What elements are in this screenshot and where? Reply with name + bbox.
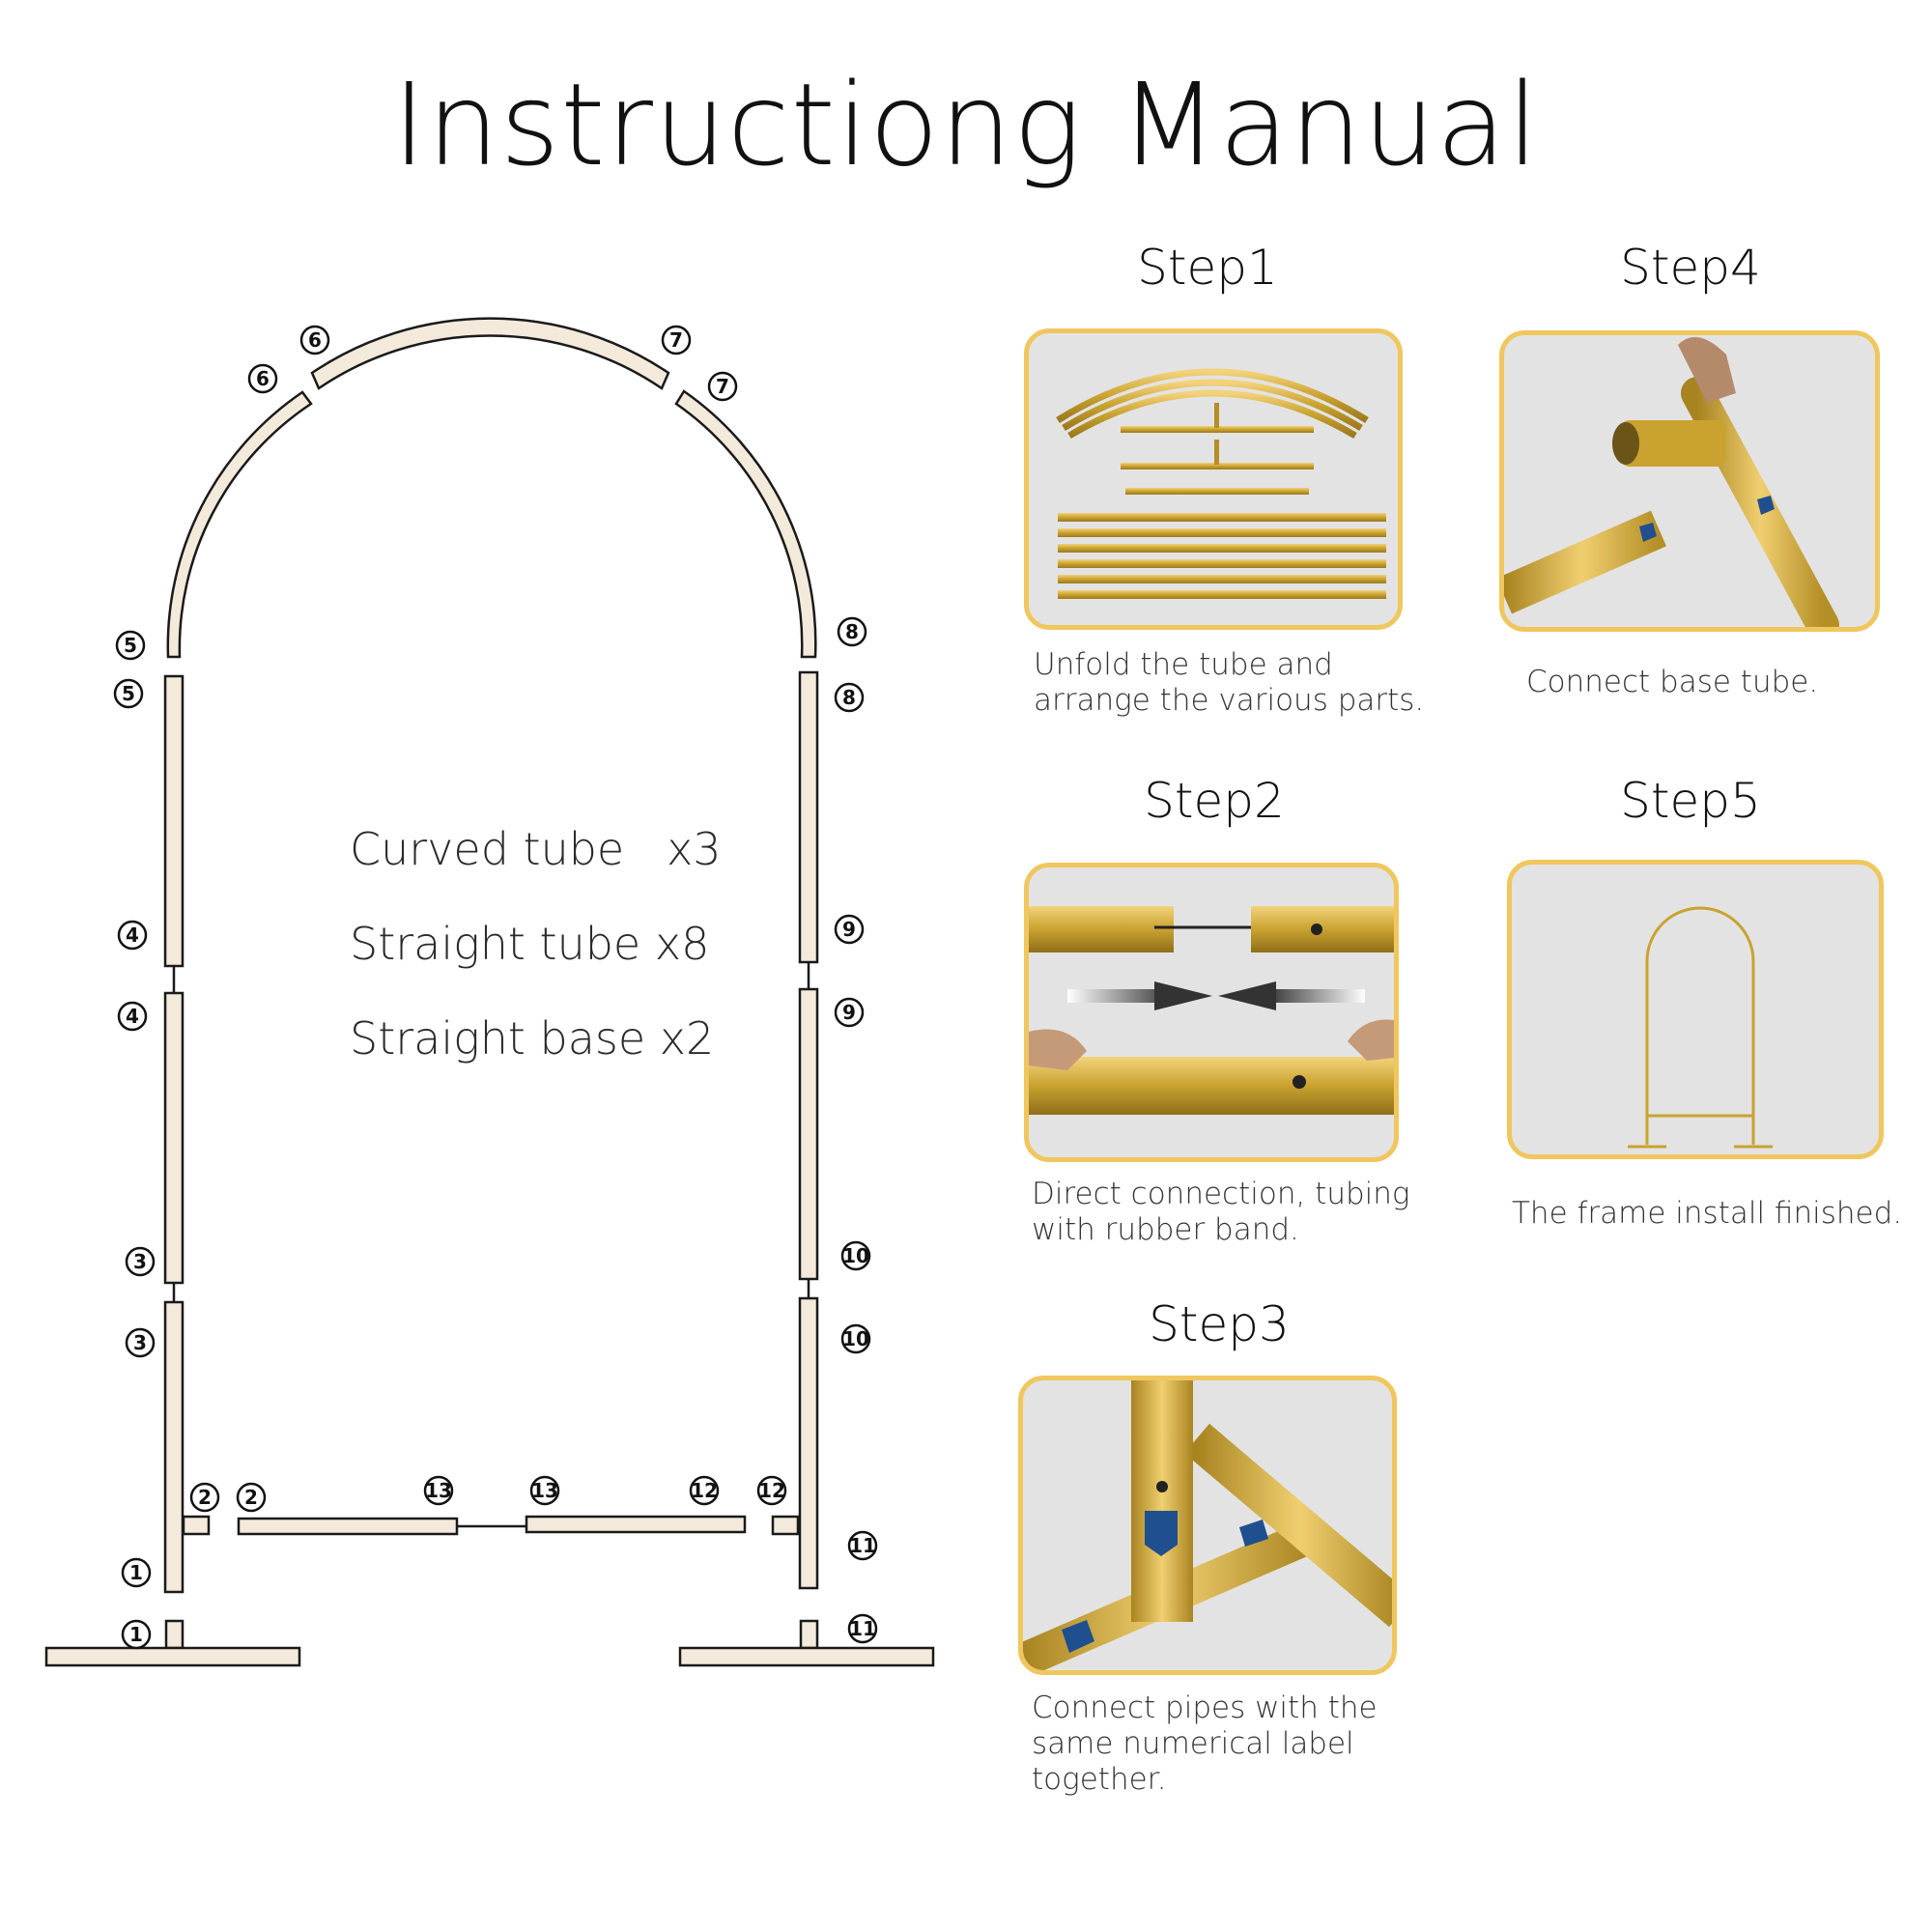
part-marker: 10	[840, 1240, 871, 1271]
curved-tube-top	[310, 317, 670, 390]
straight-tube-right-3	[798, 1296, 819, 1590]
part-marker: 13	[423, 1475, 454, 1506]
part-marker: 7	[707, 371, 738, 402]
step2-title: Step2	[1144, 773, 1285, 829]
straight-tube-left-1	[163, 674, 185, 968]
svg-text:10: 10	[842, 1244, 869, 1267]
legend-straight-tube: Straight tube x8	[350, 918, 710, 970]
part-marker: 8	[837, 616, 867, 647]
svg-text:7: 7	[716, 375, 729, 398]
step1-photo	[1024, 328, 1403, 630]
step4-title: Step4	[1620, 240, 1761, 296]
part-marker: 9	[834, 997, 865, 1028]
part-marker: 3	[125, 1246, 156, 1277]
svg-text:9: 9	[842, 918, 856, 941]
svg-text:8: 8	[842, 686, 856, 709]
part-marker: 12	[756, 1475, 787, 1506]
svg-text:10: 10	[842, 1327, 869, 1350]
base-right	[678, 1646, 935, 1667]
svg-text:12: 12	[691, 1479, 718, 1502]
svg-text:5: 5	[122, 682, 135, 705]
step5-title: Step5	[1620, 773, 1761, 829]
svg-text:1: 1	[129, 1623, 143, 1646]
crossbar-stub-right	[771, 1515, 800, 1536]
svg-text:1: 1	[129, 1561, 143, 1584]
legend-straight-base: Straight base x2	[350, 1012, 715, 1065]
page-title: Instructiong Manual	[392, 58, 1540, 191]
part-marker: 2	[236, 1482, 267, 1513]
svg-text:6: 6	[256, 367, 270, 390]
svg-text:9: 9	[842, 1001, 856, 1024]
base-stub-left	[164, 1619, 185, 1650]
svg-text:11: 11	[849, 1534, 876, 1557]
part-marker: 4	[117, 1001, 148, 1032]
part-marker: 4	[117, 920, 148, 951]
part-marker: 10	[840, 1323, 871, 1354]
part-marker: 5	[113, 678, 144, 709]
straight-tube-right-1	[798, 670, 819, 964]
part-marker: 1	[121, 1619, 152, 1650]
legend-curved-tube: Curved tube x3	[350, 823, 722, 875]
svg-text:3: 3	[133, 1250, 147, 1273]
part-marker: 6	[247, 363, 278, 394]
step5-caption: The frame install finished.	[1512, 1196, 1903, 1231]
step4-photo	[1499, 330, 1880, 632]
svg-text:5: 5	[124, 634, 137, 657]
curved-tube-left	[166, 390, 313, 659]
step5-photo	[1507, 860, 1884, 1159]
svg-text:2: 2	[244, 1486, 258, 1509]
svg-text:8: 8	[845, 620, 859, 643]
step3-photo	[1018, 1376, 1397, 1675]
straight-tube-left-2	[163, 991, 185, 1285]
step2-photo	[1024, 863, 1399, 1162]
svg-text:13: 13	[531, 1479, 558, 1502]
part-marker: 9	[834, 914, 865, 945]
step3-title: Step3	[1149, 1296, 1290, 1352]
crossbar-left	[237, 1517, 459, 1536]
base-stub-right	[799, 1619, 819, 1650]
step4-caption: Connect base tube.	[1526, 665, 1819, 699]
crossbar-right	[525, 1515, 747, 1534]
part-marker: 8	[834, 682, 865, 713]
svg-text:4: 4	[126, 1005, 139, 1028]
svg-text:7: 7	[669, 328, 683, 352]
part-marker: 1	[121, 1557, 152, 1588]
base-left	[44, 1646, 301, 1667]
svg-text:11: 11	[849, 1617, 876, 1640]
svg-text:4: 4	[126, 923, 139, 947]
svg-text:2: 2	[198, 1486, 212, 1509]
part-marker: 5	[115, 630, 146, 661]
step3-caption: Connect pipes with the same numerical la…	[1032, 1690, 1378, 1797]
part-marker: 11	[847, 1613, 878, 1644]
part-marker: 11	[847, 1530, 878, 1561]
part-marker: 3	[125, 1327, 156, 1358]
step1-caption: Unfold the tube and arrange the various …	[1034, 647, 1425, 718]
straight-tube-left-3	[163, 1300, 185, 1594]
curved-tube-right	[674, 389, 817, 659]
svg-text:6: 6	[308, 328, 322, 352]
part-marker: 7	[661, 325, 692, 355]
straight-tube-right-2	[798, 987, 819, 1281]
svg-text:3: 3	[133, 1331, 147, 1354]
part-marker: 13	[529, 1475, 560, 1506]
crossbar-stub-left	[182, 1515, 211, 1536]
step2-caption: Direct connection, tubing with rubber ba…	[1032, 1177, 1410, 1247]
step1-title: Step1	[1137, 240, 1278, 296]
svg-text:12: 12	[758, 1479, 785, 1502]
part-marker: 12	[689, 1475, 720, 1506]
part-marker: 6	[299, 325, 330, 355]
svg-text:13: 13	[425, 1479, 452, 1502]
part-marker: 2	[189, 1482, 220, 1513]
